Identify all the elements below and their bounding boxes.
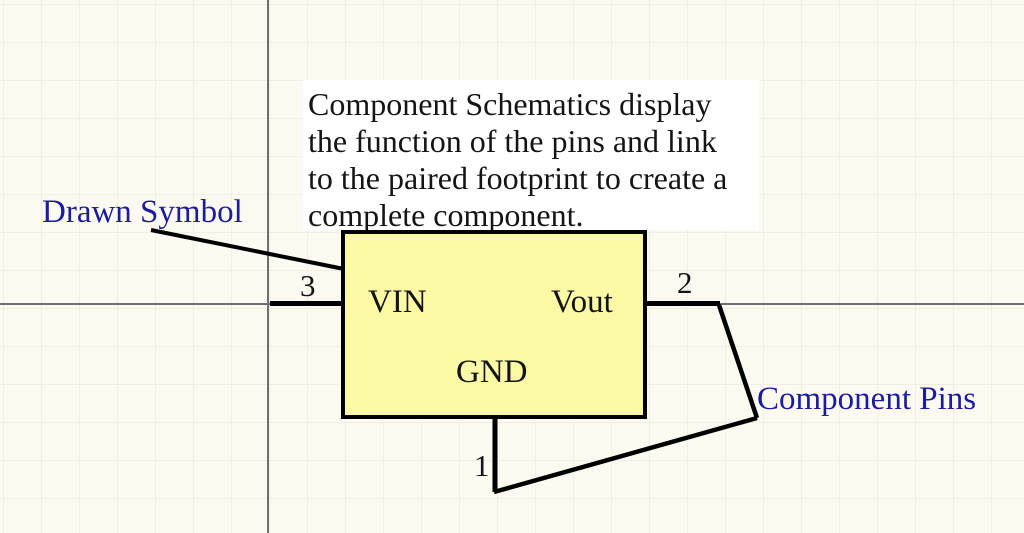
component-pins-leader-line-upper[interactable]	[716, 304, 760, 419]
pin-label-gnd: GND	[456, 354, 528, 390]
component-pins-leader-line-lower[interactable]	[493, 415, 758, 495]
pin-label-vout: Vout	[551, 284, 613, 320]
note-text-block[interactable]: Component Schematics display the functio…	[303, 80, 759, 233]
pin-number-1: 1	[474, 448, 490, 483]
pin-label-vin: VIN	[368, 284, 427, 320]
component-pins-label[interactable]: Component Pins	[757, 381, 977, 417]
note-line: complete component.	[308, 197, 584, 233]
sheet-vertical-axis	[267, 0, 269, 533]
drawn-symbol-leader-line[interactable]	[150, 228, 345, 271]
pin-number-3: 3	[300, 268, 316, 303]
component-symbol-body[interactable]	[341, 230, 647, 419]
drawn-symbol-label[interactable]: Drawn Symbol	[42, 194, 243, 230]
note-line: to the paired footprint to create a	[308, 160, 728, 196]
note-line: the function of the pins and link	[308, 123, 717, 159]
pin-number-2: 2	[677, 265, 693, 300]
note-line: Component Schematics display	[308, 86, 712, 122]
